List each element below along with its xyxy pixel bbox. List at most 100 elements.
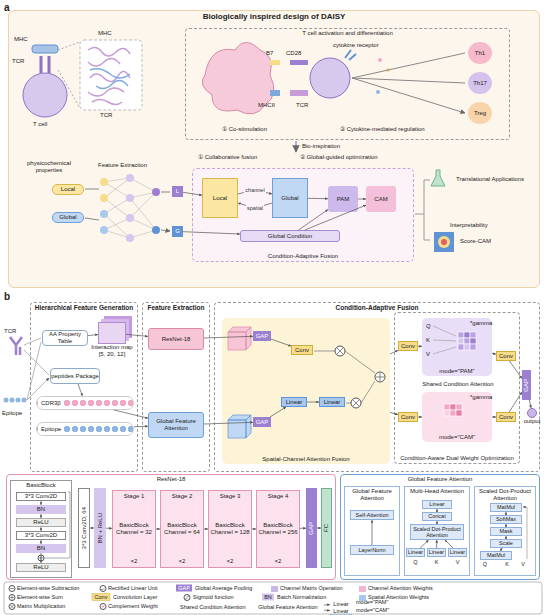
gfa-box: Global Feature Attention: [148, 412, 204, 438]
node-text: Conv: [401, 343, 415, 350]
bn-box: BN + ReLU: [94, 488, 106, 568]
legend-text: Convolution Layer: [113, 594, 157, 600]
sigmoid-symbol: [184, 595, 190, 601]
node-text: Scaled Dot-Product Attention: [475, 488, 535, 502]
node-text: Treg: [474, 110, 486, 117]
node-text: BasicBlock Channel = 128: [210, 522, 250, 536]
th17-box: Th17: [468, 72, 492, 94]
node-text: 3*3 Conv2D, 64: [81, 507, 88, 549]
rnd-box: ResNet-18BasicBlock3*3 Conv2DBNReLU3*3 C…: [6, 474, 336, 580]
lin-box: Linear: [330, 607, 352, 615]
node-text: Stage 3: [220, 493, 241, 500]
text-label: Score-CAM: [460, 238, 491, 245]
node-text: Linear: [286, 399, 303, 406]
node-text: T cell activation and differentiation: [302, 30, 393, 37]
relu-box: ReLU: [16, 518, 66, 527]
epitope-bead: [16, 398, 21, 403]
stage-box: Stage 1BasicBlock Channel = 32×2: [112, 490, 156, 568]
node-text: peptides Package: [51, 373, 99, 380]
gcond-box: Global Condition: [240, 230, 340, 242]
node-text: mode="CAM": [439, 434, 475, 441]
text-label: TCR: [100, 112, 112, 119]
input-lines: [24, 338, 49, 400]
text-label: B7: [266, 50, 273, 57]
legend-frame: [4, 582, 542, 614]
text-label: *gamma: [470, 394, 492, 401]
connector: [509, 392, 522, 412]
node-text: Stage 2: [172, 493, 193, 500]
stack-box: Interaction map[5, 20, 12]: [98, 322, 126, 344]
in2-box: Linear: [427, 548, 446, 557]
stage-box: Stage 4BasicBlock Channel = 256×2: [256, 490, 300, 568]
region9-box: Condition-Adaptive FusionLocalGlobalPAMC…: [192, 168, 414, 262]
node-text: Mask: [499, 528, 512, 534]
text-label: Epitope: [2, 410, 22, 417]
lin-box: Linear: [319, 397, 345, 407]
complement-symbol: [100, 604, 106, 610]
conv-box: Conv: [291, 345, 313, 355]
node-text: Global Feature Attention: [345, 488, 399, 502]
text-label: GAP: [176, 585, 192, 591]
text-label: Bio-inspiration: [302, 143, 340, 150]
bn-box: BN: [16, 544, 66, 553]
node-text: Local: [61, 186, 75, 193]
text-label: ① Collaborative fusion: [198, 154, 257, 161]
conv-box: Conv: [398, 412, 418, 422]
text-label: Conv: [92, 594, 110, 600]
node-text: ×2: [275, 558, 282, 565]
in2-box: Scaled Dot-Product Attention: [410, 524, 464, 540]
cam-box: CAM: [366, 186, 396, 212]
legend-text: Sigmoid function: [193, 594, 234, 600]
node-text: Hierarchical Feature Generation: [35, 304, 134, 311]
text-label: BN: [262, 594, 274, 600]
epitope-bead: [10, 398, 15, 403]
legend-swatch: [359, 586, 366, 592]
node-text: BN + ReLU: [97, 513, 104, 544]
node-text: 3*3 Conv2D: [25, 493, 57, 500]
Gbox-box: G: [172, 226, 183, 237]
node-text: GAP: [308, 522, 315, 535]
node-text: MatMul: [487, 552, 505, 558]
scaf-box: Spatial-Channel Attention FusionGAPGAPCo…: [222, 318, 390, 464]
node-text: ×2: [131, 558, 138, 565]
text-label: V: [518, 561, 528, 567]
text-label: a: [4, 2, 10, 14]
text-label: V: [426, 351, 430, 358]
gap-box: GAP: [253, 331, 271, 341]
node-text: Conv: [295, 347, 309, 354]
complement-mark: [102, 605, 105, 608]
node-text: G: [175, 228, 180, 235]
node-text: Conv: [401, 414, 415, 421]
text-label: TCR: [4, 328, 16, 335]
gap-box: GAP: [253, 417, 271, 427]
legend-text: Spatial Attention Weights: [368, 594, 429, 600]
sum-symbol: [9, 595, 15, 601]
node-text: PAM: [337, 196, 350, 203]
node-text: BasicBlock: [26, 482, 55, 489]
conv-box: Conv: [496, 412, 516, 422]
in2-box: Concat: [422, 512, 452, 521]
node-text: ReLU: [33, 564, 48, 571]
ylw-box: Local: [52, 184, 84, 195]
conv-sample: [92, 594, 110, 601]
cv2-box: 3*3 Conv2D: [16, 492, 66, 501]
node-text: Interaction map: [91, 344, 132, 351]
node-text: mode="PAM": [439, 368, 474, 375]
frame-box: Biologically inspired design of DAISYT c…: [8, 10, 540, 288]
epitope-bead: [22, 398, 27, 403]
edge-label: channel: [244, 187, 265, 193]
sigmoid-curve: [185, 596, 189, 599]
legend-text: Rectified Linear Unit: [108, 585, 158, 591]
node-text: MatMul: [497, 504, 515, 510]
ylw-box: Local: [202, 178, 238, 218]
node-text: ReLU: [33, 519, 48, 526]
text-label: ② Global-guided optimization: [300, 154, 378, 161]
node-text: Stage 1: [124, 493, 145, 500]
sub-box: Global Feature AttentionSelf-AttentionLa…: [344, 486, 400, 576]
text-label: K: [502, 561, 512, 567]
node-text: GAP: [256, 419, 269, 426]
text-label: TCR: [12, 58, 24, 65]
node-text: ×2: [179, 558, 186, 565]
pam-box: PAM: [328, 186, 358, 212]
node-text: GAP: [256, 333, 269, 340]
